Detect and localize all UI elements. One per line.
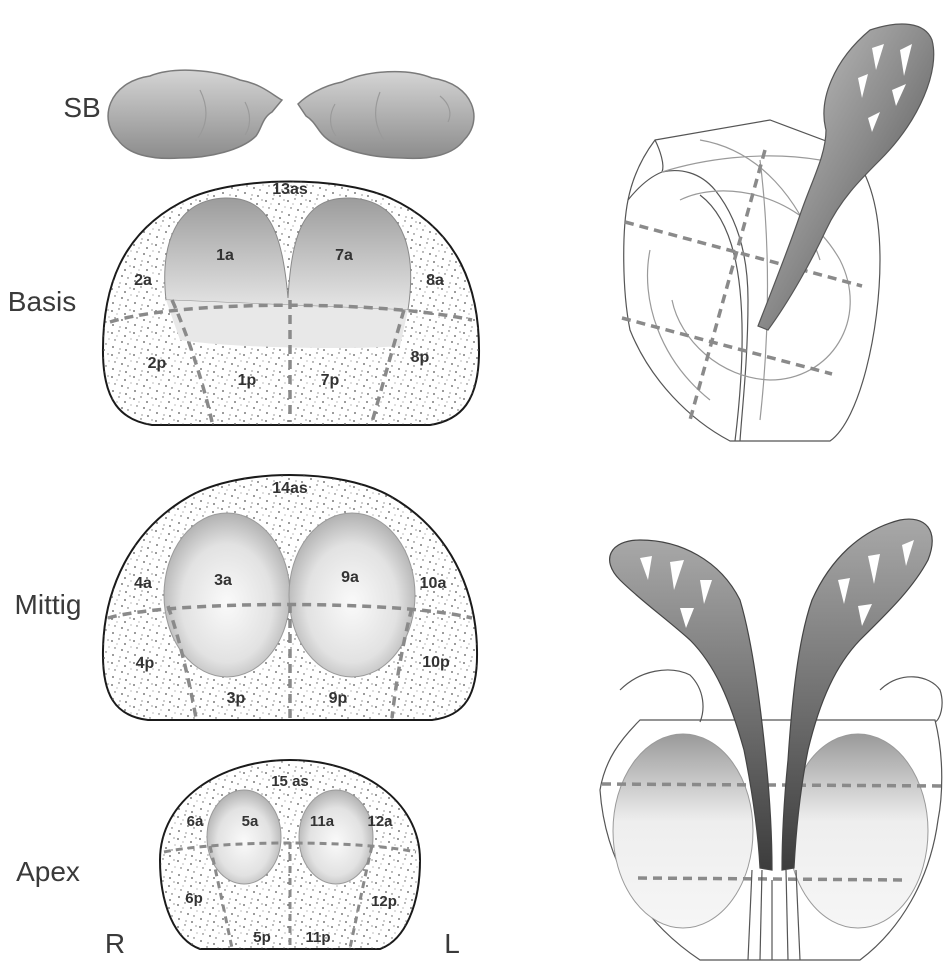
zone-1p: 1p — [238, 372, 257, 389]
zone-2p: 2p — [148, 355, 167, 372]
apex-left-lobe — [299, 790, 373, 884]
zone-3p: 3p — [227, 690, 246, 707]
apex-right-lobe — [207, 790, 281, 884]
zone-3a: 3a — [214, 572, 232, 589]
zone-14as: 14as — [272, 480, 308, 497]
frontal-right-lobe — [613, 734, 753, 928]
zone-6p: 6p — [185, 890, 203, 907]
zone-4p: 4p — [136, 655, 155, 672]
zone-11a: 11a — [310, 813, 335, 830]
row-label-basis: Basis — [8, 286, 76, 317]
zone-7p: 7p — [321, 372, 340, 389]
zone-8p: 8p — [411, 349, 430, 366]
zone-11p: 11p — [305, 929, 330, 946]
frontal-left-lobe — [788, 734, 928, 928]
zone-9a: 9a — [341, 569, 359, 586]
basis-section: 13as 1a 7a 2a 8a 2p 1p 7p 8p — [103, 181, 479, 425]
zone-12p: 12p — [371, 893, 397, 910]
seminal-vesicles — [108, 70, 474, 158]
mittig-left-lobe — [289, 513, 415, 677]
zone-1a: 1a — [216, 247, 234, 264]
zone-6a: 6a — [187, 813, 204, 830]
seminal-vesicle-left — [298, 72, 474, 159]
zone-10a: 10a — [420, 575, 447, 592]
frontal-3d-view — [600, 519, 945, 960]
zone-7a: 7a — [335, 247, 353, 264]
zone-12a: 12a — [367, 813, 393, 830]
mittig-section: 14as 3a 9a 4a 10a 4p 10p 3p 9p — [103, 475, 477, 720]
zone-8a: 8a — [426, 272, 444, 289]
zone-4a: 4a — [134, 575, 152, 592]
row-label-apex: Apex — [16, 856, 80, 887]
side-label-right: R — [105, 928, 125, 959]
zone-5p: 5p — [253, 929, 271, 946]
apex-section: 15 as 5a 11a 6a 12a 6p 12p 5p 11p — [160, 760, 420, 949]
lateral-3d-view — [622, 24, 934, 441]
zone-2a: 2a — [134, 272, 152, 289]
zone-9p: 9p — [329, 690, 348, 707]
seminal-vesicle-right — [108, 70, 282, 158]
row-label-sb: SB — [63, 92, 100, 123]
lateral-vas-wing — [758, 24, 934, 330]
zone-10p: 10p — [422, 654, 450, 671]
side-label-left: L — [444, 928, 460, 959]
zone-15as: 15 as — [271, 773, 309, 790]
zone-5a: 5a — [242, 813, 259, 830]
zone-13as: 13as — [272, 181, 308, 198]
row-label-mittig: Mittig — [15, 589, 82, 620]
